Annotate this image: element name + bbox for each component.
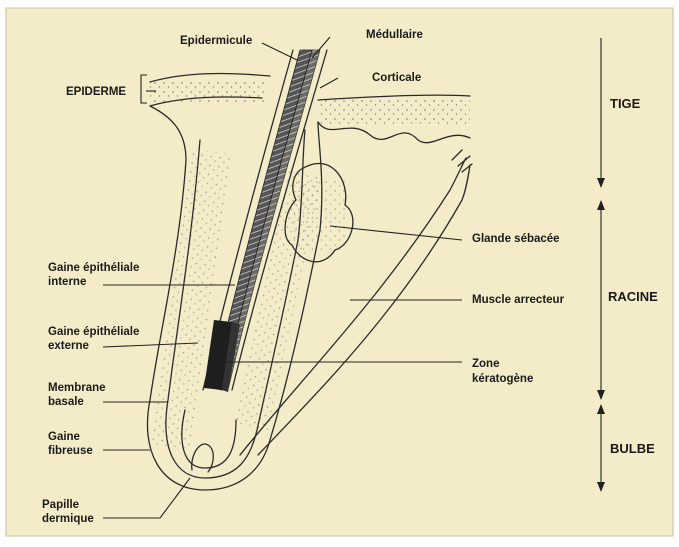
label-gaine-epi-externe-1: Gaine épithéliale (48, 326, 139, 338)
label-epiderme: EPIDERME (66, 86, 126, 98)
label-gaine-epi-externe-2: externe (48, 340, 89, 352)
label-muscle-arrecteur: Muscle arrecteur (472, 294, 565, 306)
label-epidermicule: Epidermicule (180, 35, 252, 47)
label-medullaire: Médullaire (366, 29, 423, 41)
label-membrane-1: Membrane (48, 382, 106, 394)
label-papille-1: Papille (42, 499, 79, 511)
label-papille-2: dermique (42, 513, 94, 525)
label-zone-2: kératogène (472, 373, 533, 385)
label-gaine-epi-interne-1: Gaine épithéliale (48, 262, 139, 274)
label-membrane-2: basale (48, 396, 84, 408)
label-gaine-fib-2: fibreuse (48, 445, 93, 457)
label-corticale: Corticale (372, 72, 421, 84)
label-zone-1: Zone (472, 358, 499, 370)
label-gaine-epi-interne-2: interne (48, 276, 86, 288)
section-racine: RACINE (608, 289, 658, 304)
label-gaine-fib-1: Gaine (48, 431, 80, 443)
label-glande-sebacee: Glande sébacée (472, 233, 560, 245)
section-bulbe: BULBE (610, 441, 655, 456)
section-tige: TIGE (610, 96, 641, 111)
